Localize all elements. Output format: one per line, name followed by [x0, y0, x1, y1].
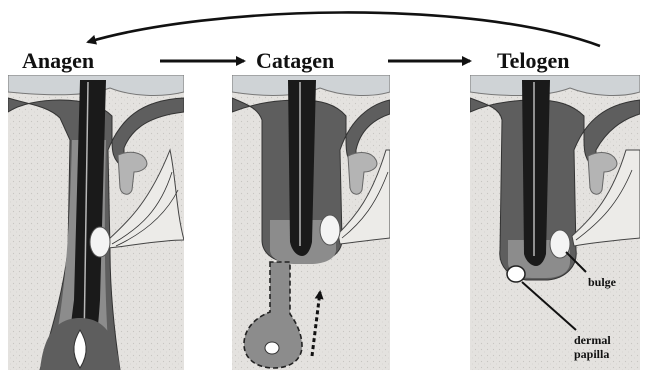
telogen-dermal-papilla	[507, 266, 525, 282]
dermal-papilla-label-line2: papilla	[574, 347, 609, 361]
catagen-bulge	[320, 215, 340, 245]
phase-label-catagen: Catagen	[256, 48, 334, 73]
anagen-bulge	[90, 227, 110, 257]
cycle-return-arrow	[88, 12, 600, 46]
dermal-papilla-label-line1: dermal	[574, 333, 611, 347]
telogen-follicle-panel	[470, 75, 640, 370]
catagen-follicle-panel	[232, 75, 390, 370]
anagen-follicle-panel	[8, 75, 184, 370]
bulge-label: bulge	[588, 275, 617, 289]
phase-label-telogen: Telogen	[497, 48, 570, 73]
catagen-dermal-papilla	[265, 342, 279, 354]
phase-label-anagen: Anagen	[22, 48, 94, 73]
